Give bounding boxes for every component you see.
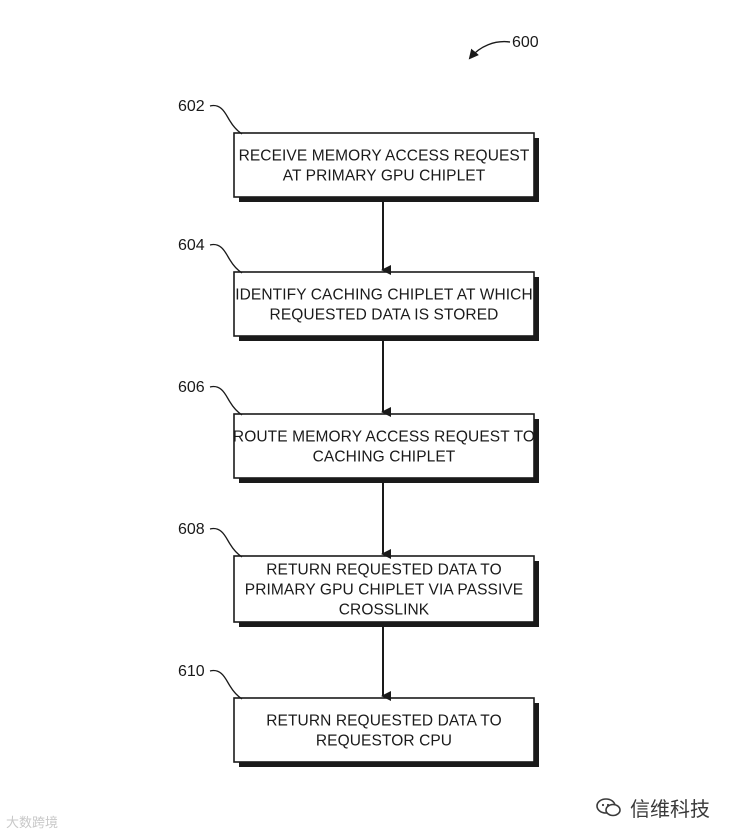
step-text-line: CACHING CHIPLET	[313, 449, 456, 466]
figure-ref-label: 600	[512, 34, 539, 51]
watermark-left-text: 大数跨境	[6, 816, 59, 831]
figure-ref-arrow	[468, 40, 511, 60]
step-ref-leader	[209, 385, 243, 416]
step-ref-leader	[209, 527, 243, 558]
steps-layer: RECEIVE MEMORY ACCESS REQUEST AT PRIMARY …	[178, 98, 539, 767]
step-text-line: RETURN REQUESTED DATA TO	[266, 713, 502, 730]
step-box	[233, 413, 535, 479]
step-ref-label: 610	[178, 663, 205, 680]
step-text-line: PRIMARY GPU CHIPLET VIA PASSIVE	[245, 582, 523, 599]
step-text-line: REQUESTED DATA IS STORED	[270, 307, 499, 324]
step-text-line: REQUESTOR CPU	[316, 733, 452, 750]
step-text-line: CROSSLINK	[339, 602, 430, 619]
figure-ref-600: 600	[468, 34, 539, 60]
step-box	[233, 697, 535, 763]
step-box	[233, 555, 535, 623]
step-ref-leader	[209, 669, 243, 700]
step-text-line: RETURN REQUESTED DATA TO	[266, 562, 502, 579]
flow-step-602: RECEIVE MEMORY ACCESS REQUEST AT PRIMARY …	[178, 98, 539, 202]
flow-step-610: RETURN REQUESTED DATA TO REQUESTOR CPU 610	[178, 663, 539, 767]
step-ref-label: 602	[178, 98, 205, 115]
flow-step-606: ROUTE MEMORY ACCESS REQUEST TO CACHING CH…	[178, 379, 539, 483]
step-box	[233, 132, 535, 198]
step-ref-leader	[209, 243, 243, 274]
flow-step-608: RETURN REQUESTED DATA TO PRIMARY GPU CHIP…	[178, 521, 539, 627]
wechat-icon	[596, 797, 621, 816]
flow-step-604: IDENTIFY CACHING CHIPLET AT WHICH REQUEST…	[178, 237, 539, 341]
step-ref-label: 604	[178, 237, 205, 254]
step-text-line: ROUTE MEMORY ACCESS REQUEST TO	[233, 429, 535, 446]
step-ref-leader	[209, 104, 243, 135]
step-text-line: AT PRIMARY GPU CHIPLET	[283, 168, 486, 185]
watermark-left: 大数跨境	[6, 812, 58, 831]
watermark-right: 信维科技	[596, 793, 710, 822]
watermark-right-text: 信维科技	[630, 797, 710, 821]
step-ref-label: 608	[178, 521, 205, 538]
step-text-line: IDENTIFY CACHING CHIPLET AT WHICH	[235, 287, 533, 304]
step-ref-label: 606	[178, 379, 205, 396]
step-box	[233, 271, 535, 337]
step-text-line: RECEIVE MEMORY ACCESS REQUEST	[239, 148, 530, 165]
